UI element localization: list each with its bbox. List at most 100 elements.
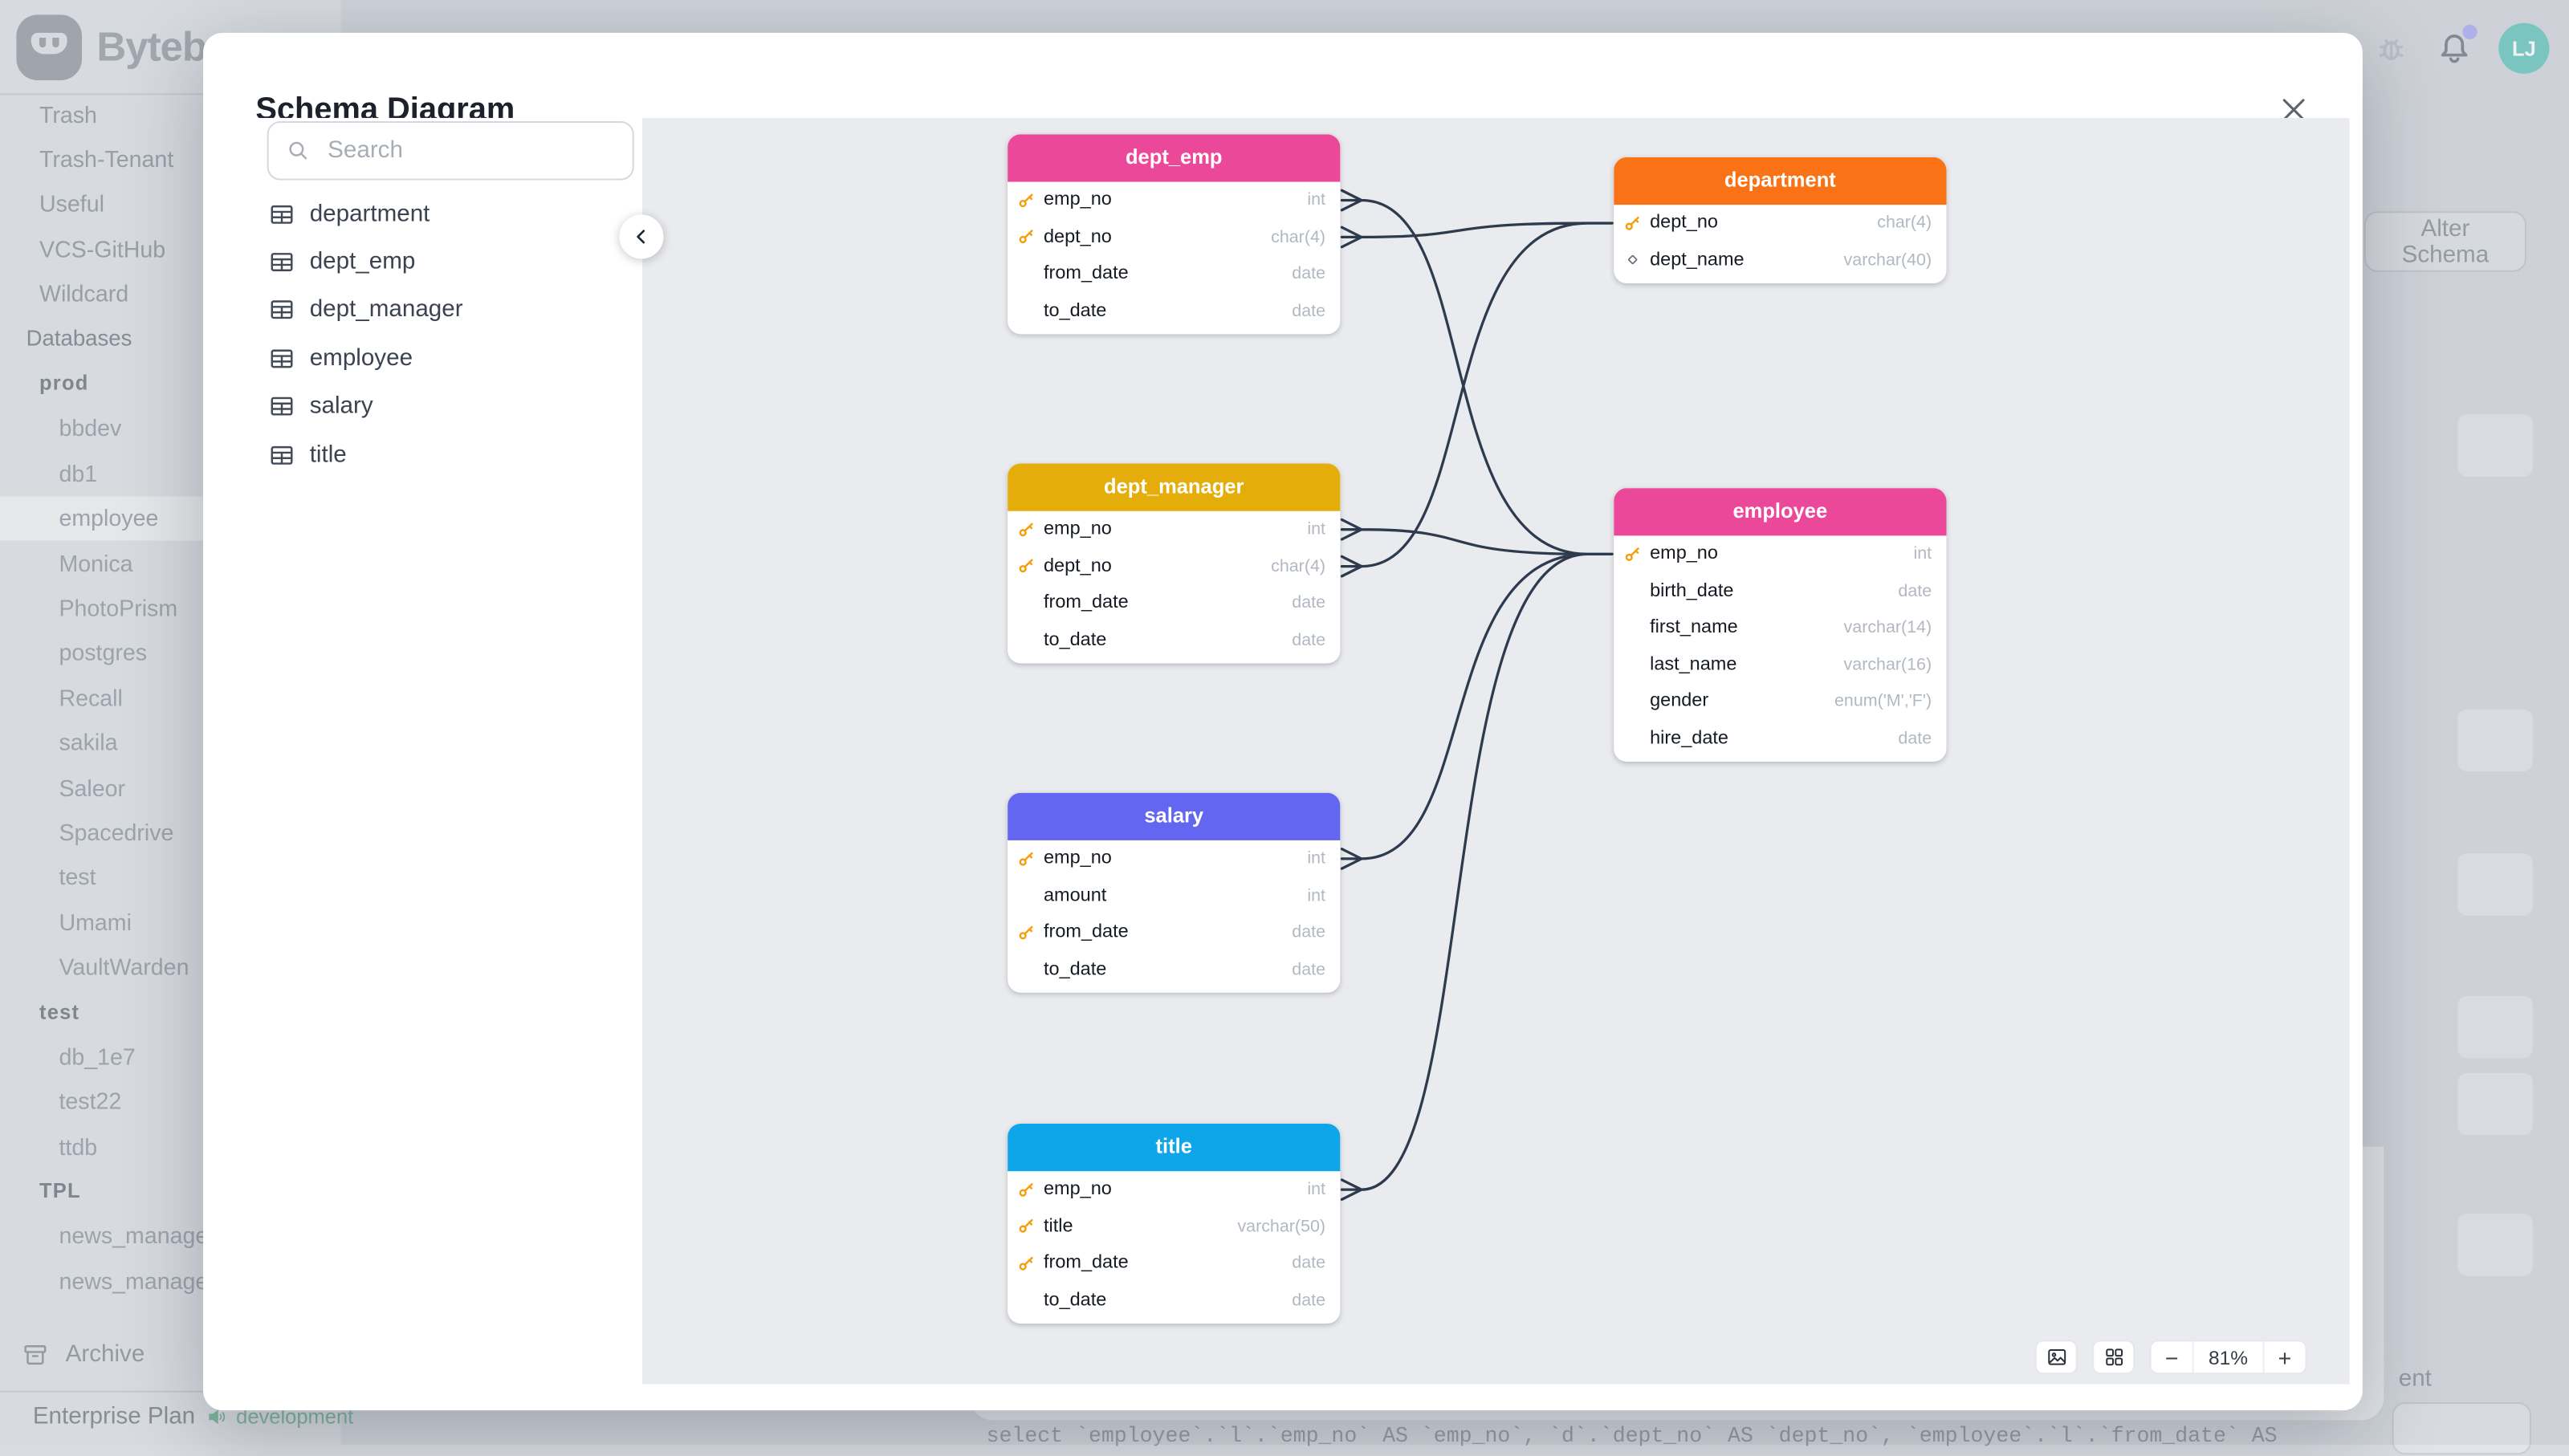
export-image-button[interactable] xyxy=(2034,1340,2078,1375)
sidebar-database-news_manage[interactable]: news_manage xyxy=(59,1222,209,1250)
table-list-item-department[interactable]: department xyxy=(257,190,642,238)
sidebar-database-news_manage[interactable]: news_manage xyxy=(59,1267,209,1294)
column-name: from_date xyxy=(1043,264,1129,284)
sidebar-item-vcs-github[interactable]: VCS-GitHub xyxy=(39,235,166,262)
sidebar-item-trash[interactable]: Trash xyxy=(39,100,97,128)
table-list-label: department xyxy=(309,201,430,228)
notifications-bell[interactable] xyxy=(2435,23,2477,68)
table-column-to_date: to_date date xyxy=(1008,951,1340,988)
sidebar-item-useful[interactable]: Useful xyxy=(39,190,104,218)
sidebar-database-monica[interactable]: Monica xyxy=(59,549,133,576)
column-type: enum('M','F') xyxy=(1834,691,1932,712)
sidebar-item-wildcard[interactable]: Wildcard xyxy=(39,280,129,307)
sidebar-item-archive[interactable]: Archive xyxy=(0,1330,340,1379)
column-type: int xyxy=(1307,848,1326,869)
sidebar-database-bbdev[interactable]: bbdev xyxy=(59,415,122,441)
key-icon xyxy=(1008,228,1044,246)
image-icon xyxy=(2047,1348,2066,1365)
sidebar-database-postgres[interactable]: postgres xyxy=(59,639,148,666)
sidebar-database-recall[interactable]: Recall xyxy=(59,684,123,711)
column-type: int xyxy=(1307,885,1326,906)
zoom-in-button[interactable]: + xyxy=(2264,1341,2305,1373)
relationship-path xyxy=(1340,189,1614,1202)
background-panel-row xyxy=(2457,1072,2534,1136)
sidebar-database-sakila[interactable]: sakila xyxy=(59,729,118,756)
alter-schema-button[interactable]: Alter Schema xyxy=(2363,211,2526,272)
column-name: emp_no xyxy=(1043,519,1112,539)
sidebar-database-saleor[interactable]: Saleor xyxy=(59,774,126,801)
sidebar-database-db_1e7[interactable]: db_1e7 xyxy=(59,1043,136,1070)
fit-view-button[interactable] xyxy=(2092,1340,2135,1375)
index-diamond-icon xyxy=(1614,251,1650,269)
column-type: date xyxy=(1292,959,1326,979)
table-icon xyxy=(269,345,295,372)
background-panel-row xyxy=(2457,853,2534,916)
table-icon xyxy=(269,297,295,323)
table-list-label: title xyxy=(309,441,347,468)
table-header: title xyxy=(1008,1123,1341,1172)
collapse-panel-button[interactable] xyxy=(619,214,664,259)
sidebar-database-vaultwarden[interactable]: VaultWarden xyxy=(59,953,189,980)
column-name: emp_no xyxy=(1043,190,1112,210)
sidebar-database-ttdb[interactable]: ttdb xyxy=(59,1133,98,1160)
zoom-control: − 81% + xyxy=(2149,1340,2307,1375)
key-icon xyxy=(1614,545,1650,563)
table-list-item-dept_manager[interactable]: dept_manager xyxy=(257,287,642,335)
column-type: varchar(14) xyxy=(1843,617,1932,638)
close-icon[interactable] xyxy=(2274,92,2314,131)
table-header: dept_manager xyxy=(1008,463,1341,511)
table-list-label: employee xyxy=(309,345,413,372)
table-icon xyxy=(269,441,295,468)
sidebar-database-spacedrive[interactable]: Spacedrive xyxy=(59,819,174,845)
table-list-item-salary[interactable]: salary xyxy=(257,383,642,431)
column-name: dept_no xyxy=(1650,213,1718,234)
bytebase-logo-icon xyxy=(16,14,83,80)
column-name: emp_no xyxy=(1650,544,1718,564)
key-icon xyxy=(1008,1181,1044,1198)
bug-report-icon[interactable] xyxy=(2372,30,2410,67)
search-input[interactable] xyxy=(324,136,617,166)
key-icon xyxy=(1008,850,1044,868)
column-name: to_date xyxy=(1043,959,1107,979)
column-name: emp_no xyxy=(1043,848,1112,869)
column-type: date xyxy=(1898,580,1932,601)
column-type: date xyxy=(1898,728,1932,749)
table-list-item-dept_emp[interactable]: dept_emp xyxy=(257,238,642,287)
column-name: hire_date xyxy=(1650,728,1728,749)
sidebar-item-trash-tenant[interactable]: Trash-Tenant xyxy=(39,145,174,173)
notification-dot xyxy=(2462,23,2477,39)
zoom-out-button[interactable]: − xyxy=(2152,1341,2192,1373)
sidebar-database-photoprism[interactable]: PhotoPrism xyxy=(59,594,178,621)
sidebar-environment-test: test xyxy=(39,999,80,1023)
column-name: amount xyxy=(1043,885,1107,906)
table-icon xyxy=(269,393,295,420)
sidebar-database-umami[interactable]: Umami xyxy=(59,909,132,935)
sidebar-database-db1[interactable]: db1 xyxy=(59,460,98,486)
sidebar-database-test[interactable]: test xyxy=(59,864,96,890)
table-list-item-title[interactable]: title xyxy=(257,431,642,479)
bell-icon xyxy=(2441,34,2468,63)
table-list-item-employee[interactable]: employee xyxy=(257,335,642,383)
column-type: int xyxy=(1307,1179,1326,1200)
column-type: char(4) xyxy=(1271,227,1326,247)
sidebar-database-test22[interactable]: test22 xyxy=(59,1088,122,1115)
user-avatar[interactable]: LJ xyxy=(2498,22,2550,74)
